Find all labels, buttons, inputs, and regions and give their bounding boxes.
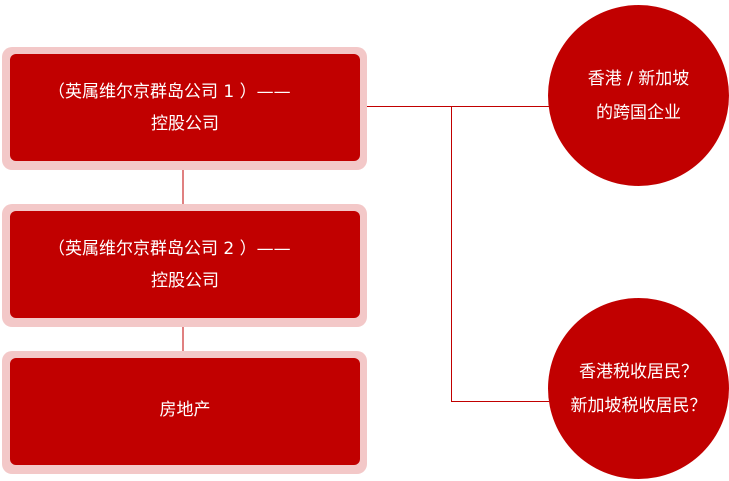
- holding-company-1-subtitle: 控股公司: [151, 114, 219, 134]
- tax-residency-line-1: 香港税收居民？: [579, 361, 698, 382]
- holding-company-1-box: （英属维尔京群岛公司 1 ）—— 控股公司: [10, 54, 360, 161]
- holding-company-2-title: （英属维尔京群岛公司 2 ）——: [48, 239, 291, 259]
- holding-company-2-box: （英属维尔京群岛公司 2 ）—— 控股公司: [10, 211, 360, 318]
- holding-company-1-frame: （英属维尔京群岛公司 1 ）—— 控股公司: [2, 47, 367, 170]
- tax-residency-line-2: 新加坡税收居民？: [570, 395, 707, 416]
- holding-company-2-frame: （英属维尔京群岛公司 2 ）—— 控股公司: [2, 204, 367, 327]
- tax-residency-circle: 香港税收居民？ 新加坡税收居民？: [548, 298, 729, 479]
- real-estate-frame: 房地产: [2, 351, 367, 474]
- enterprise-circle: 香港 / 新加坡 的跨国企业: [548, 5, 729, 186]
- real-estate-label: 房地产: [159, 400, 211, 420]
- holding-company-2-subtitle: 控股公司: [151, 271, 219, 291]
- enterprise-line-2: 的跨国企业: [596, 102, 681, 123]
- holding-company-1-title: （英属维尔京群岛公司 1 ）——: [48, 82, 291, 102]
- enterprise-line-1: 香港 / 新加坡: [587, 68, 690, 89]
- real-estate-box: 房地产: [10, 358, 360, 465]
